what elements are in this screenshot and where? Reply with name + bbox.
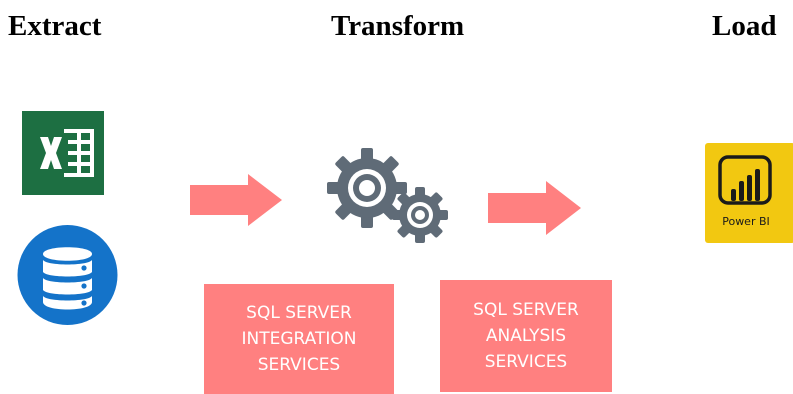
heading-transform: Transform bbox=[331, 10, 465, 42]
ssas-line-3: SERVICES bbox=[484, 352, 568, 372]
ssis-line-1: SQL SERVER bbox=[246, 303, 352, 323]
ssis-line-2: INTEGRATION bbox=[241, 329, 357, 349]
excel-icon bbox=[22, 111, 104, 195]
ssas-box: SQL SERVER ANALYSIS SERVICES bbox=[440, 280, 612, 392]
database-icon bbox=[17, 225, 118, 325]
powerbi-label: Power BI bbox=[722, 215, 770, 228]
ssas-line-1: SQL SERVER bbox=[473, 300, 579, 320]
heading-extract: Extract bbox=[8, 10, 102, 42]
ssis-line-3: SERVICES bbox=[257, 355, 341, 375]
powerbi-icon: Power BI bbox=[705, 143, 793, 243]
heading-load: Load bbox=[712, 10, 777, 42]
right-arrow-icon bbox=[190, 174, 282, 226]
gears-icon bbox=[327, 148, 448, 243]
ssas-line-2: ANALYSIS bbox=[485, 326, 567, 346]
ssis-box: SQL SERVER INTEGRATION SERVICES bbox=[204, 284, 394, 394]
right-arrow-icon bbox=[488, 181, 581, 235]
